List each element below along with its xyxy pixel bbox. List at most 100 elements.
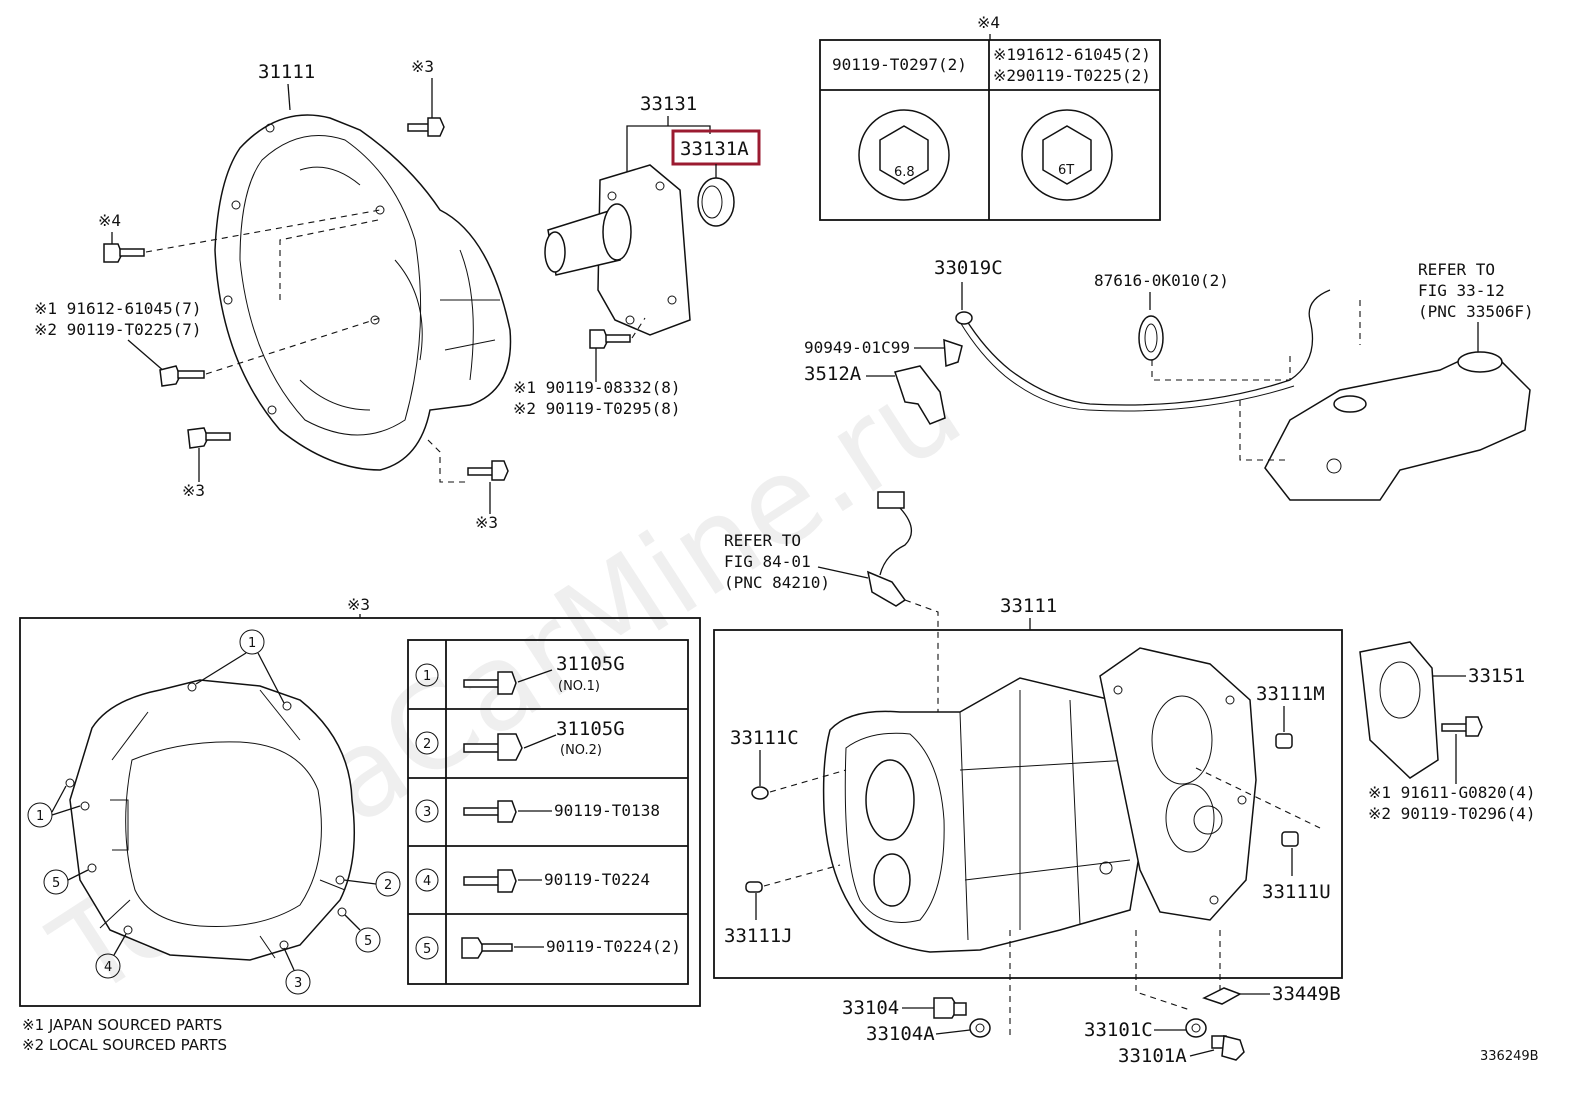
bolt-left-icon[interactable] <box>159 365 205 387</box>
callout-33111[interactable]: 33111 <box>1000 595 1057 617</box>
bolt-row-5-part: 90119-T0224(2) <box>546 937 681 956</box>
circle-4: 4 <box>95 953 121 979</box>
callout-87616[interactable]: 87616-0K010(2) <box>1094 271 1229 290</box>
footnote-japan: ※1 JAPAN SOURCED PARTS <box>22 1016 222 1034</box>
bolt-row-1[interactable]: 1 31105G (NO.1) <box>415 653 625 695</box>
plug-33101A-icon[interactable] <box>1211 1035 1245 1061</box>
callout-33111M[interactable]: 33111M <box>1256 683 1325 705</box>
bolt-row-3-part: 90119-T0138 <box>554 801 660 820</box>
bolt-row-5[interactable]: 5 90119-T0224(2) <box>415 936 681 960</box>
cover-bolt-2: ※2 90119-T0295(8) <box>513 399 681 418</box>
svg-text:1: 1 <box>36 809 44 824</box>
refer-33-line-1: REFER TO <box>1418 260 1495 279</box>
svg-text:5: 5 <box>364 934 372 949</box>
bolt-row-2-sub: (NO.2) <box>560 743 602 758</box>
svg-text:2: 2 <box>384 878 392 893</box>
callout-33104A[interactable]: 33104A <box>866 1023 935 1045</box>
bracket-33449B-icon[interactable] <box>1202 987 1242 1005</box>
mark-3-section: ※3 <box>347 595 370 614</box>
cover-bolt-icon[interactable] <box>589 329 631 349</box>
shift-lever-retainer[interactable] <box>1264 355 1531 501</box>
circle-5b: 5 <box>355 927 381 953</box>
svg-text:2: 2 <box>423 737 431 752</box>
callout-33131[interactable]: 33131 <box>640 93 697 115</box>
mark-3-left: ※3 <box>182 481 205 500</box>
svg-text:4: 4 <box>423 874 431 889</box>
bolt-row-3[interactable]: 3 90119-T0138 <box>415 799 660 823</box>
bolt-row-2[interactable]: 2 31105G (NO.2) <box>415 718 625 761</box>
svg-text:3: 3 <box>294 976 302 991</box>
circle-1b: 1 <box>27 802 53 828</box>
bolt-row-4[interactable]: 4 90119-T0224 <box>415 868 650 893</box>
left-bolt-2: ※2 90119-T0225(7) <box>34 320 202 339</box>
callout-3512A[interactable]: 3512A <box>804 363 862 385</box>
callout-33111C[interactable]: 33111C <box>730 727 799 749</box>
circle-3: 3 <box>285 969 311 995</box>
svg-text:4: 4 <box>104 960 112 975</box>
callout-33151[interactable]: 33151 <box>1468 665 1525 687</box>
bolt-head-table-top: ※4 90119-T0297(2) ※191612-61045(2) ※2901… <box>819 13 1161 221</box>
circle-5a: 5 <box>43 869 69 895</box>
bolt-row-1-sub: (NO.1) <box>558 679 600 694</box>
refer-84-line-3: (PNC 84210) <box>724 573 830 592</box>
svg-text:3: 3 <box>423 805 431 820</box>
clamp-87616-icon[interactable] <box>1138 315 1164 361</box>
rear-cover-33151[interactable] <box>1359 641 1439 779</box>
top-table-right-header-2: ※290119-T0225(2) <box>993 66 1151 85</box>
callout-33019C[interactable]: 33019C <box>934 257 1003 279</box>
gasket-33101C-icon[interactable] <box>1185 1018 1207 1038</box>
bracket-3512A[interactable] <box>894 365 946 425</box>
breather-hose-33019C[interactable] <box>964 289 1331 406</box>
shift-control-group: 33019C 87616-0K010(2) REFER TO FIG 33-12… <box>804 257 1534 501</box>
oil-seal-33131A[interactable] <box>697 177 735 227</box>
hex-label-left: 6.8 <box>894 165 915 180</box>
callout-33101A[interactable]: 33101A <box>1118 1045 1187 1067</box>
bolt-left-lower-icon[interactable] <box>187 427 231 449</box>
clip-90949-icon[interactable] <box>943 338 963 368</box>
rear-bolt-icon[interactable] <box>1441 716 1483 737</box>
bolt-table: 1 31105G (NO.1) 2 31105G (NO.2) 3 <box>407 639 689 985</box>
bolt-row-4-part: 90119-T0224 <box>544 870 650 889</box>
svg-text:5: 5 <box>423 942 431 957</box>
callout-33104[interactable]: 33104 <box>842 997 899 1019</box>
callout-33449B[interactable]: 33449B <box>1272 983 1341 1005</box>
bolt-top-icon[interactable] <box>407 117 445 137</box>
top-table-right-header-1: ※191612-61045(2) <box>993 45 1151 64</box>
bolt-4-icon[interactable] <box>103 243 145 263</box>
mark-4-table: ※4 <box>977 13 1000 32</box>
gasket-33104A-icon[interactable] <box>969 1018 991 1038</box>
bolt-layout-section: ※3 1 1 5 2 <box>19 595 701 1007</box>
callout-33101C[interactable]: 33101C <box>1084 1019 1153 1041</box>
speed-sensor-group: REFER TO FIG 84-01 (PNC 84210) <box>724 491 939 712</box>
hex-head-6t-icon: 6T <box>1021 109 1113 201</box>
pin-33111J-icon[interactable] <box>745 881 763 893</box>
speed-sensor-icon[interactable] <box>866 491 912 607</box>
callout-31111[interactable]: 31111 <box>258 61 315 83</box>
hex-label-right: 6T <box>1058 163 1074 178</box>
svg-text:1: 1 <box>248 636 256 651</box>
callout-33111J[interactable]: 33111J <box>724 925 793 947</box>
svg-text:5: 5 <box>52 876 60 891</box>
refer-84-line-2: FIG 84-01 <box>724 552 811 571</box>
refer-84-line-1: REFER TO <box>724 531 801 550</box>
bearing-retainer-group: 33131 33131A ※1 90119-08332(8) ※2 90119-… <box>513 93 761 418</box>
callout-90949[interactable]: 90949-01C99 <box>804 338 910 357</box>
callout-33131A[interactable]: 33131A <box>680 138 749 160</box>
plug-33104-icon[interactable] <box>933 997 967 1019</box>
left-bolt-1: ※1 91612-61045(7) <box>34 299 202 318</box>
svg-text:1: 1 <box>423 669 431 684</box>
refer-33-line-3: (PNC 33506F) <box>1418 302 1534 321</box>
pin-33111M-icon[interactable] <box>1275 733 1293 749</box>
clutch-housing-group: 31111 ※3 ※4 ※1 91612-61045(7) ※2 90119-T… <box>34 57 512 532</box>
bolt-bottom-icon[interactable] <box>467 460 509 481</box>
rear-bolt-2: ※2 90119-T0296(4) <box>1368 804 1536 823</box>
pin-33111U-icon[interactable] <box>1281 831 1299 847</box>
hex-head-6-8-icon: 6.8 <box>858 109 950 201</box>
clutch-housing-31111[interactable] <box>214 114 512 471</box>
bolt-row-2-part: 31105G <box>556 718 625 740</box>
diagram-id: 336249B <box>1480 1049 1539 1064</box>
pin-33111C-icon[interactable] <box>751 786 769 800</box>
callout-33111U[interactable]: 33111U <box>1262 881 1331 903</box>
bolt-row-1-part: 31105G <box>556 653 625 675</box>
